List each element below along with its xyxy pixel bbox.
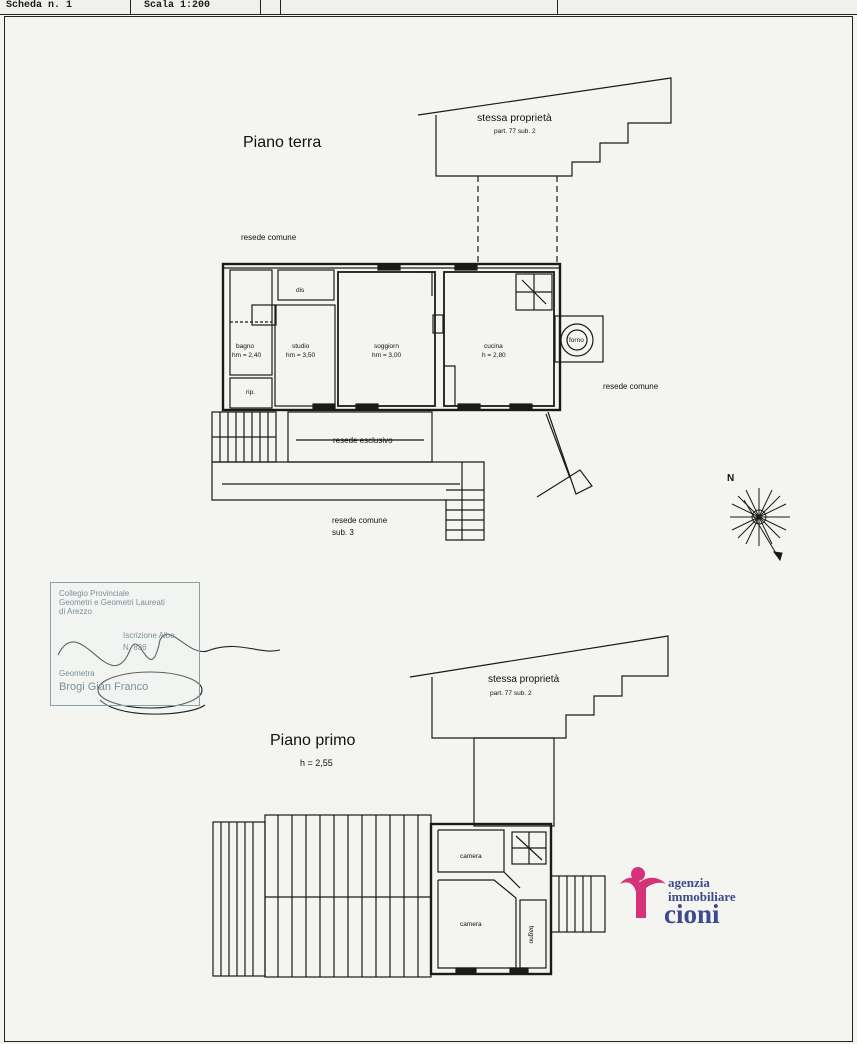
first-same-property-block: [409, 635, 669, 827]
logo-dot-icon: [631, 867, 645, 881]
scheda-cell: Scheda n. 1: [0, 0, 131, 14]
ground-floor-title: Piano terra: [243, 134, 322, 151]
room-camera2-label: camera: [460, 921, 482, 928]
stamp-line4: Iscrizione Albo: [123, 631, 175, 640]
logo-brand: cioni: [664, 899, 720, 929]
room-soggiorno-height: hm = 3,00: [372, 352, 402, 359]
logo-person-icon: [620, 877, 666, 918]
stamp-line6: Geometra: [59, 669, 95, 678]
stamp-line5: N. 836: [123, 643, 147, 652]
ground-same-property-ref: part. 77 sub. 2: [494, 128, 536, 135]
ground-building: [221, 262, 604, 412]
room-studio-height: hm = 3,50: [286, 352, 316, 359]
stamp-line1: Collegio Provinciale: [59, 589, 130, 598]
ground-exterior: [211, 411, 593, 541]
document-header: Scheda n. 1 Scala 1:200: [0, 0, 857, 15]
stamp-name: Brogi Gian Franco: [59, 681, 149, 693]
scala-cell: Scala 1:200: [130, 0, 261, 14]
header-empty-cell: [280, 0, 558, 14]
first-floor-height: h = 2,55: [300, 758, 333, 768]
room-studio-label: studio: [292, 343, 310, 350]
room-bagno-height: hm = 2,40: [232, 352, 262, 359]
first-same-property-label: stessa proprietà: [488, 674, 560, 685]
ground-same-property-block: [417, 77, 672, 262]
scale-label: Scala 1:200: [144, 0, 211, 11]
ground-common-top: resede comune: [241, 233, 297, 242]
north-label: N: [727, 473, 735, 484]
room-soggiorno-label: soggiorn: [374, 343, 399, 350]
first-same-property-ref: part. 77 sub. 2: [490, 690, 532, 697]
first-floor-plan: [212, 814, 606, 978]
stamp-line2: Geometri e Geometri Laureati: [59, 598, 165, 607]
agency-logo: [620, 867, 666, 918]
first-floor-title: Piano primo: [270, 732, 356, 749]
room-bagno1-label: bagno: [527, 925, 535, 944]
stamp-line3: di Arezzo: [59, 607, 92, 616]
ground-same-property-label: stessa proprietà: [477, 112, 552, 124]
room-rip-label: rip.: [246, 389, 256, 396]
room-camera1-label: camera: [460, 853, 482, 860]
drawing-frame: [4, 16, 853, 1042]
room-cucina-height: h = 2,80: [482, 352, 506, 359]
professional-stamp: Collegio Provinciale Geometri e Geometri…: [50, 582, 200, 706]
room-dis-label: dis: [296, 287, 305, 294]
ground-common-right: resede comune: [603, 382, 659, 391]
exclusive-courtyard-label: resede esclusivo: [333, 436, 393, 445]
logo-line2: immobiliare: [668, 889, 736, 904]
room-cucina-label: cucina: [484, 343, 503, 350]
logo-line1: agenzia: [668, 875, 710, 890]
ground-common-bottom-sub: sub. 3: [332, 528, 354, 537]
ground-common-bottom: resede comune: [332, 516, 388, 525]
room-bagno-label: bagno: [236, 343, 255, 350]
room-forno-label: forno: [569, 337, 584, 344]
compass-rose: [730, 488, 790, 562]
scheda-label: Scheda n. 1: [6, 0, 73, 11]
